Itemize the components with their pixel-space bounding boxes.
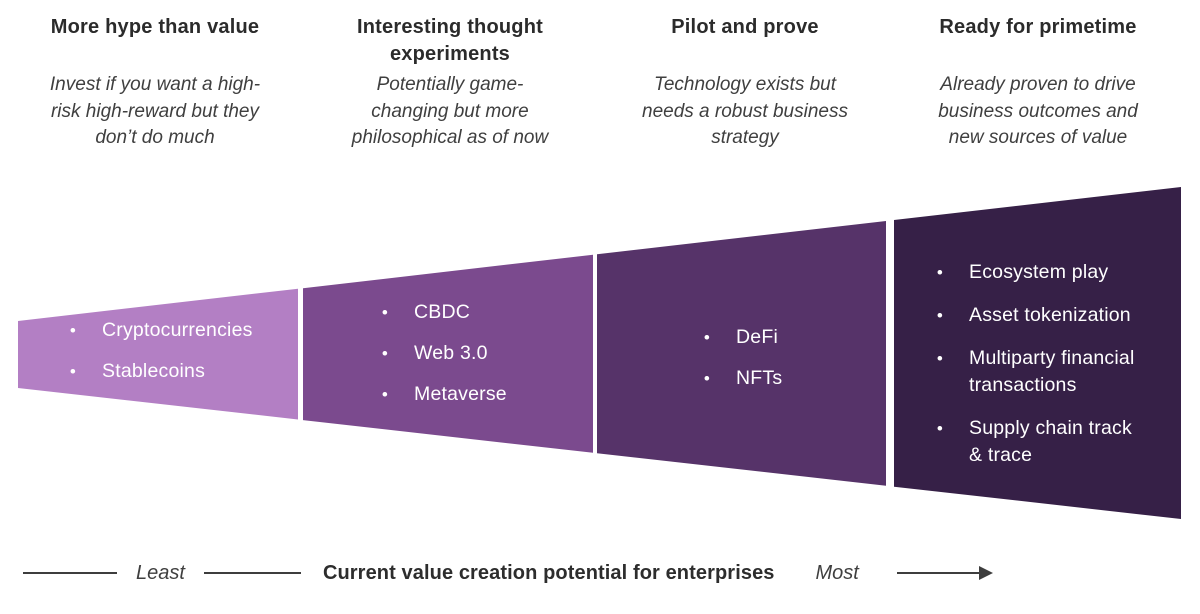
arrow-head: [978, 566, 993, 580]
axis-line-segment: [203, 572, 301, 574]
bullet-icon: •: [381, 385, 389, 404]
bullet-icon: •: [69, 321, 77, 340]
column-header-4: Ready for primetime Already proven to dr…: [888, 14, 1188, 152]
funnel-segment-3: [597, 221, 886, 486]
column-subtitle: Technology exists but needs a robust bus…: [642, 74, 848, 148]
list-item-label: Supply chain track & trace: [969, 417, 1132, 466]
column-header-2: Interesting thought experiments Potentia…: [300, 14, 600, 152]
column-subtitle: Invest if you want a high- risk high-rew…: [49, 74, 261, 148]
column-title: Interesting thought experiments: [357, 16, 543, 65]
funnel-segment-4: [894, 187, 1181, 519]
column-subtitle: Potentially game- changing but more phil…: [351, 74, 549, 148]
funnel-segment-1: [18, 288, 298, 420]
list-item: • NFTs: [698, 365, 782, 392]
bullet-icon: •: [936, 263, 944, 282]
column-header-1: More hype than value Invest if you want …: [5, 14, 305, 152]
list-item: • Stablecoins: [64, 358, 253, 385]
list-item: • Ecosystem play: [931, 259, 1134, 286]
bullet-icon: •: [936, 419, 944, 438]
arrow-shaft: [896, 572, 979, 574]
column-title: Ready for primetime: [939, 16, 1137, 38]
bullet-icon: •: [936, 349, 944, 368]
bullet-icon: •: [703, 369, 711, 388]
list-item-label: Multiparty financial transactions: [969, 347, 1135, 396]
list-item-label: Stablecoins: [102, 360, 206, 382]
segment-2-list: • CBDC • Web 3.0 • Metaverse: [376, 299, 507, 422]
axis-least-label: Least: [136, 561, 185, 584]
bullet-icon: •: [381, 344, 389, 363]
axis-most-label: Most: [815, 561, 859, 584]
list-item: • Web 3.0: [376, 340, 507, 367]
list-item: • DeFi: [698, 324, 782, 351]
column-header-3: Pilot and prove Technology exists but ne…: [595, 14, 895, 152]
axis-title: Current value creation potential for ent…: [322, 561, 775, 584]
list-item-label: Web 3.0: [414, 342, 488, 364]
column-title: More hype than value: [50, 16, 260, 38]
column-subtitle: Already proven to drive business outcome…: [938, 74, 1138, 148]
axis-line-segment: [23, 572, 117, 574]
list-item: • Asset tokenization: [931, 302, 1134, 329]
segment-3-list: • DeFi • NFTs: [698, 324, 782, 406]
list-item-label: Cryptocurrencies: [102, 319, 253, 341]
right-arrow-icon: [896, 566, 993, 580]
column-title: Pilot and prove: [671, 16, 819, 38]
list-item: • Supply chain track & trace: [931, 415, 1134, 469]
bullet-icon: •: [381, 303, 389, 322]
bullet-icon: •: [69, 362, 77, 381]
funnel-segment-2: [303, 254, 593, 453]
value-axis: Least Current value creation potential f…: [23, 561, 1190, 585]
list-item-label: Metaverse: [414, 383, 507, 405]
segment-1-list: • Cryptocurrencies • Stablecoins: [64, 317, 253, 399]
list-item-label: NFTs: [736, 367, 783, 389]
list-item-label: DeFi: [736, 326, 778, 348]
bullet-icon: •: [703, 328, 711, 347]
list-item-label: CBDC: [414, 301, 471, 323]
list-item: • CBDC: [376, 299, 507, 326]
list-item: • Metaverse: [376, 381, 507, 408]
list-item-label: Asset tokenization: [969, 304, 1131, 326]
list-item-label: Ecosystem play: [969, 261, 1109, 283]
bullet-icon: •: [936, 306, 944, 325]
list-item: • Multiparty financial transactions: [931, 345, 1134, 399]
segment-4-list: • Ecosystem play • Asset tokenization • …: [931, 259, 1134, 485]
list-item: • Cryptocurrencies: [64, 317, 253, 344]
